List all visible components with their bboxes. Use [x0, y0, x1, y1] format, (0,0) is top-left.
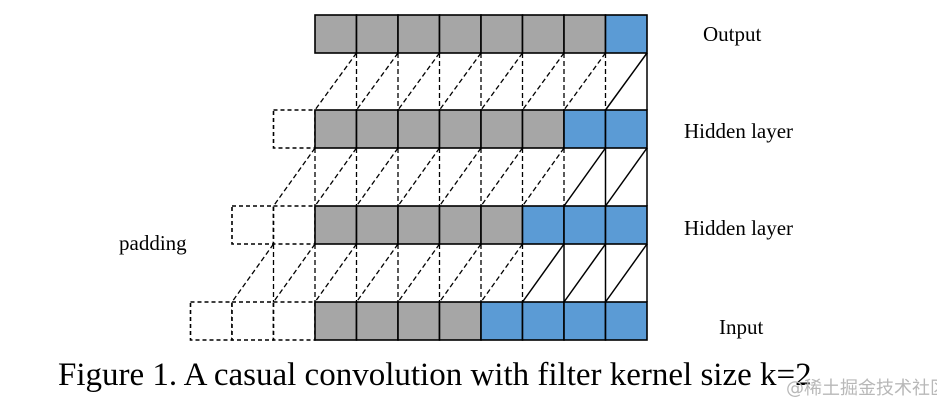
active-cell-hidden-1 [563, 109, 607, 149]
inactive-connection [397, 52, 441, 111]
inactive-connection [231, 243, 275, 303]
inactive-connection [355, 243, 399, 303]
active-cell-output [604, 14, 648, 54]
inactive-connection [438, 147, 482, 207]
active-cell-hidden-2 [563, 205, 607, 245]
inactive-cell-hidden-2 [397, 205, 441, 245]
inactive-cell-hidden-1 [438, 109, 482, 149]
inactive-cell-output [480, 14, 524, 54]
inactive-cell-hidden-2 [314, 205, 358, 245]
active-cell-input [480, 301, 524, 341]
inactive-cell-hidden-2 [480, 205, 524, 245]
watermark: @稀土掘金技术社区 [786, 378, 937, 399]
inactive-connection [314, 147, 358, 207]
inactive-connection [480, 147, 524, 207]
active-connection [604, 147, 648, 207]
inactive-connection [480, 52, 524, 111]
active-connection [521, 243, 565, 303]
cells [189, 14, 648, 341]
inactive-cell-hidden-1 [397, 109, 441, 149]
inactive-connection [314, 52, 358, 111]
active-connection [563, 147, 607, 207]
output-label: Output [703, 22, 762, 46]
inactive-cell-input [314, 301, 358, 341]
active-cell-input [521, 301, 565, 341]
active-connection [563, 243, 607, 303]
padding-cell-input [272, 301, 316, 341]
active-cell-input [604, 301, 648, 341]
active-cell-hidden-1 [604, 109, 648, 149]
inactive-cell-hidden-2 [355, 205, 399, 245]
inactive-cell-input [355, 301, 399, 341]
padding-cell-hidden-1 [272, 109, 316, 149]
padding-cell-hidden-2 [272, 205, 316, 245]
figure-caption: Figure 1. A casual convolution with filt… [58, 357, 812, 393]
inactive-connection [355, 52, 399, 111]
inactive-connection [521, 147, 565, 207]
inactive-cell-output [521, 14, 565, 54]
active-cell-hidden-2 [604, 205, 648, 245]
inactive-cell-output [397, 14, 441, 54]
inactive-cell-output [563, 14, 607, 54]
inactive-cell-output [355, 14, 399, 54]
inactive-cell-hidden-1 [521, 109, 565, 149]
inactive-connection [314, 243, 358, 303]
active-cell-input [563, 301, 607, 341]
inactive-connection [438, 243, 482, 303]
inactive-connection [521, 52, 565, 111]
inactive-cell-input [397, 301, 441, 341]
inactive-connection [480, 243, 524, 303]
active-cell-hidden-2 [521, 205, 565, 245]
active-connection [604, 243, 648, 303]
inactive-cell-hidden-2 [438, 205, 482, 245]
inactive-connection [272, 243, 316, 303]
connections [231, 52, 648, 303]
inactive-cell-input [438, 301, 482, 341]
padding-cell-hidden-2 [231, 205, 275, 245]
hidden-layer-1-label: Hidden layer [684, 119, 794, 143]
inactive-cell-hidden-1 [314, 109, 358, 149]
inactive-connection [438, 52, 482, 111]
input-label: Input [719, 315, 764, 339]
inactive-connection [397, 243, 441, 303]
inactive-connection [272, 147, 316, 207]
active-connection [604, 52, 648, 111]
padding-cell-input [189, 301, 233, 341]
inactive-cell-output [438, 14, 482, 54]
inactive-connection [355, 147, 399, 207]
inactive-cell-output [314, 14, 358, 54]
inactive-connection [397, 147, 441, 207]
hidden-layer-2-label: Hidden layer [684, 216, 794, 240]
inactive-connection [563, 52, 607, 111]
padding-label: padding [119, 231, 187, 255]
padding-cell-input [231, 301, 275, 341]
inactive-cell-hidden-1 [355, 109, 399, 149]
inactive-cell-hidden-1 [480, 109, 524, 149]
